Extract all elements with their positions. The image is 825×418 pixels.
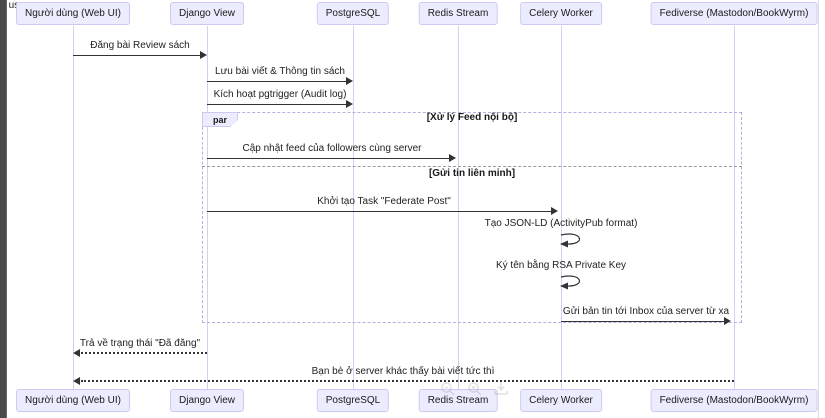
lifeline-fediverse [734, 26, 735, 389]
message-line-dang-bai [73, 55, 201, 56]
message-line-cap-nhat-feed [207, 158, 449, 159]
par-label: par [202, 112, 238, 127]
actor-top-fediverse: Fediverse (Mastodon/BookWyrm) [650, 2, 818, 25]
actor-bottom-postgresql: PostgreSQL [316, 389, 390, 412]
par-section-label-internal: [Xử lý Feed nội bộ] [426, 112, 518, 123]
actor-top-nguoi-dung: Người dùng (Web UI) [16, 2, 130, 25]
par-block [202, 112, 742, 323]
message-line-tra-ve [81, 352, 207, 354]
arrowhead-ban-be [73, 377, 80, 385]
lifeline-celery-worker [561, 26, 562, 389]
lifeline-nguoi-dung [73, 26, 74, 389]
message-line-gui-ban-tin [561, 321, 725, 322]
message-line-khoi-tao-task [207, 211, 551, 212]
message-label-dang-bai: Đăng bài Review sách [90, 40, 190, 51]
actor-top-celery-worker: Celery Worker [520, 2, 602, 25]
zoom-out-icon[interactable] [440, 381, 456, 397]
message-label-khoi-tao-task: Khởi tạo Task "Federate Post" [317, 196, 451, 207]
actor-top-django-view: Django View [170, 2, 244, 25]
arrowhead-cap-nhat-feed [449, 154, 456, 162]
par-section-label-federation: [Gửi tin liên minh] [428, 168, 516, 179]
actor-top-redis-stream: Redis Stream [418, 2, 498, 25]
actor-bottom-nguoi-dung: Người dùng (Web UI) [16, 389, 130, 412]
lifeline-django-view [207, 26, 208, 389]
self-message-loop-arrow-rsa [560, 275, 580, 290]
actor-bottom-fediverse: Fediverse (Mastodon/BookWyrm) [650, 389, 818, 412]
arrowhead-luu-bai [346, 77, 353, 85]
actor-bottom-celery-worker: Celery Worker [520, 389, 602, 412]
zoom-in-icon[interactable] [467, 381, 483, 397]
par-section-divider [202, 166, 742, 167]
lifeline-redis-stream [458, 26, 459, 389]
arrowhead-gui-ban-tin [724, 317, 731, 325]
self-message-loop-arrow-jsonld [560, 233, 580, 248]
message-label-luu-bai: Lưu bài viết & Thông tin sách [215, 66, 345, 77]
editor-edge-strip [0, 0, 7, 418]
message-label-tao-jsonld: Tạo JSON-LD (ActivityPub format) [484, 218, 638, 229]
message-label-ky-ten: Ký tên bằng RSA Private Key [495, 260, 627, 271]
message-line-ban-be [81, 380, 734, 382]
lifeline-postgresql [353, 26, 354, 389]
arrowhead-tra-ve [73, 349, 80, 357]
pane-divider [818, 0, 819, 418]
actor-top-postgresql: PostgreSQL [316, 2, 390, 25]
message-label-ban-be: Bạn bè ở server khác thấy bài viết tức t… [311, 366, 495, 377]
download-icon[interactable] [493, 380, 509, 396]
arrowhead-dang-bai [200, 51, 207, 59]
message-label-tra-ve: Trả về trạng thái "Đã đăng" [79, 338, 201, 349]
arrowhead-pgtrigger [346, 100, 353, 108]
actor-bottom-django-view: Django View [170, 389, 244, 412]
message-line-pgtrigger [207, 104, 347, 105]
actor-bottom-redis-stream: Redis Stream [418, 389, 498, 412]
message-line-luu-bai [207, 81, 347, 82]
message-label-gui-ban-tin: Gửi bản tin tới Inbox của server từ xa [562, 306, 730, 317]
arrowhead-khoi-tao-task [551, 207, 558, 215]
message-label-cap-nhat-feed: Cập nhật feed của followers cùng server [242, 143, 422, 154]
message-label-pgtrigger: Kích hoạt pgtrigger (Audit log) [213, 89, 347, 100]
